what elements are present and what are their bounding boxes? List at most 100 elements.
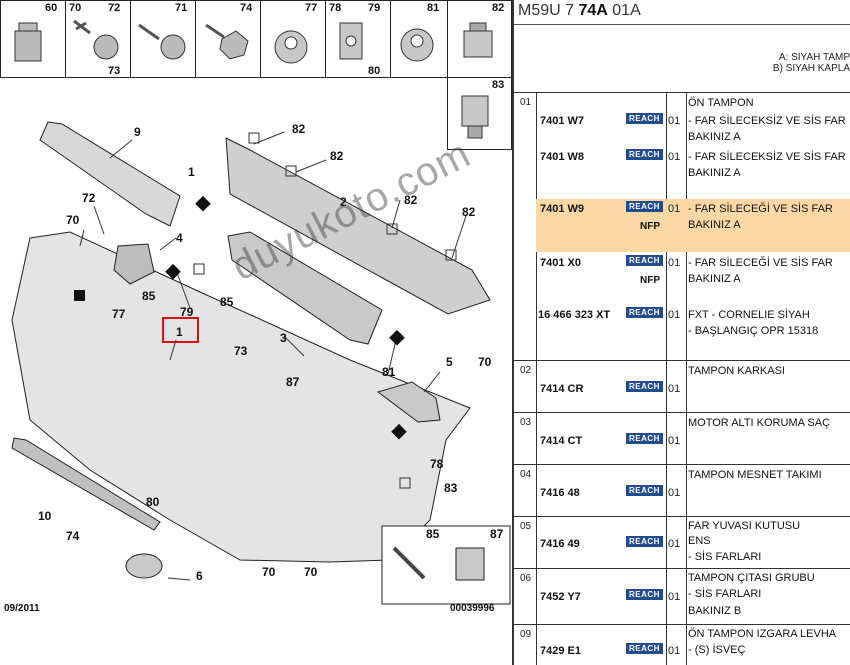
callout-87: 87 xyxy=(286,375,300,389)
callout-72: 72 xyxy=(82,191,96,205)
thumb-72-73[interactable]: 70 72 73 xyxy=(65,0,131,78)
part-description: FXT - CORNELIE SİYAH xyxy=(688,309,810,321)
thumb-num: 78 xyxy=(329,2,342,14)
part-note: BAKINIZ A xyxy=(688,219,741,231)
thumb-num: 60 xyxy=(45,2,58,14)
group-number: 03 xyxy=(520,417,532,428)
reach-badge: REACH xyxy=(626,307,663,318)
legend-a: A: SIYAH TAMP xyxy=(778,52,850,63)
part-number: 7416 49 xyxy=(540,538,580,550)
part-description: ÖN TAMPON xyxy=(688,97,754,109)
callout-77: 77 xyxy=(112,307,126,321)
clip-icon xyxy=(14,22,42,62)
clip-icon xyxy=(463,22,493,58)
thumb-83[interactable]: 83 xyxy=(447,77,512,150)
reach-badge: REACH xyxy=(626,255,663,266)
thumb-num: 70 xyxy=(69,2,82,14)
callout-82: 82 xyxy=(330,149,344,163)
callout-79: 79 xyxy=(180,305,194,319)
strip-part-10 xyxy=(11,437,161,531)
part-number: 7452 Y7 xyxy=(540,591,581,603)
bolt-icon xyxy=(205,23,249,60)
thumb-num: 72 xyxy=(108,2,121,14)
quantity: 01 xyxy=(668,309,681,321)
reach-badge: REACH xyxy=(626,149,663,160)
part-description: TAMPON KARKASI xyxy=(688,365,785,377)
part-note: BAKINIZ A xyxy=(688,131,741,143)
quantity: 01 xyxy=(668,538,681,550)
part-note: - FAR SİLECEKSİZ VE SİS FAR xyxy=(688,151,846,163)
callout-70: 70 xyxy=(262,565,276,579)
thumb-num: 80 xyxy=(368,65,381,77)
legend-b: B) SIYAH KAPLA xyxy=(772,63,850,74)
group-number: 05 xyxy=(520,521,532,532)
quantity: 01 xyxy=(668,203,681,215)
callout-1-highlight xyxy=(162,317,199,343)
grille-part-9 xyxy=(39,121,181,227)
thumb-num: 77 xyxy=(305,2,318,14)
callout-1-highlighted: 1 xyxy=(176,325,183,339)
thumb-num: 73 xyxy=(108,65,121,77)
callout-81: 81 xyxy=(382,365,396,379)
reach-badge: REACH xyxy=(626,643,663,654)
part-note: BAKINIZ A xyxy=(688,273,741,285)
reach-badge: REACH xyxy=(626,201,663,212)
quantity: 01 xyxy=(668,383,681,395)
group-number: 02 xyxy=(520,365,532,376)
grille-part-3 xyxy=(227,231,383,345)
group-number: 06 xyxy=(520,573,532,584)
nfp-flag: NFP xyxy=(640,221,660,232)
thumb-num: 82 xyxy=(492,2,505,14)
support-part-4 xyxy=(113,243,155,285)
part-note: ENS xyxy=(688,535,711,547)
thumb-71[interactable]: 71 xyxy=(130,0,196,78)
part-number: 7401 W9 xyxy=(540,203,585,215)
part-note: BAKINIZ A xyxy=(688,167,741,179)
exploded-diagram-panel: 60 70 72 73 71 74 77 78 79 80 81 xyxy=(0,0,512,614)
part-description: FAR YUVASI KUTUSU xyxy=(688,520,801,532)
part-number: 7416 48 xyxy=(540,487,580,499)
thumb-num: 79 xyxy=(368,2,381,14)
callout-2: 2 xyxy=(340,195,347,209)
callout-82: 82 xyxy=(462,205,476,219)
clip-icon xyxy=(455,547,485,581)
footer-code: 00039996 xyxy=(450,603,495,614)
callout-70: 70 xyxy=(478,355,492,369)
callout-87: 87 xyxy=(490,527,504,541)
clip-nut-icon xyxy=(339,22,363,60)
thumb-num: 74 xyxy=(240,2,253,14)
callout-70: 70 xyxy=(66,213,80,227)
part-number: 7401 W7 xyxy=(540,115,585,127)
parts-group-01: 01 ÖN TAMPON 7401 W7 REACH 01 - FAR SİLE… xyxy=(514,92,850,360)
quantity: 01 xyxy=(668,435,681,447)
reference-code: M59U 7 74A 01A xyxy=(518,2,641,19)
thumb-81[interactable]: 81 xyxy=(390,0,448,78)
parts-group-09: 09 ÖN TAMPON IZGARA LEVHA - (S) İSVEÇ 74… xyxy=(514,624,850,665)
callout-6: 6 xyxy=(196,569,203,583)
parts-group-04: 04 TAMPON MESNET TAKIMI 7416 48 REACH 01 xyxy=(514,464,850,516)
reach-badge: REACH xyxy=(626,381,663,392)
part-note: - SİS FARLARI xyxy=(688,551,762,563)
parts-list-panel: M59U 7 74A 01A A: SIYAH TAMP B) SIYAH KA… xyxy=(512,0,850,665)
part-number: 7429 E1 xyxy=(540,645,581,657)
callout-74: 74 xyxy=(66,529,80,543)
part-description: ÖN TAMPON IZGARA LEVHA xyxy=(688,628,837,640)
callout-85: 85 xyxy=(426,527,440,541)
reach-badge: REACH xyxy=(626,113,663,124)
part-note: - BAŞLANGIÇ OPR 15318 xyxy=(688,325,819,337)
group-number: 01 xyxy=(520,97,532,108)
legend: A: SIYAH TAMP B) SIYAH KAPLA xyxy=(773,52,850,74)
bumper-diagram: 9 82 82 1 2 82 82 72 70 4 85 77 79 85 3 … xyxy=(11,121,511,605)
part-description: MOTOR ALTI KORUMA SAÇ xyxy=(688,417,831,429)
part-note: - FAR SİLECEĞİ VE SİS FAR xyxy=(688,203,833,215)
foglight-part-6 xyxy=(125,553,163,579)
thumb-60[interactable]: 60 xyxy=(0,0,66,78)
group-number: 09 xyxy=(520,629,532,640)
part-number: 16 466 323 XT xyxy=(538,309,611,321)
part-number: 7401 W8 xyxy=(540,151,585,163)
reach-badge: REACH xyxy=(626,433,663,444)
quantity: 01 xyxy=(668,591,681,603)
part-note: - FAR SİLECEĞİ VE SİS FAR xyxy=(688,257,833,269)
part-note: - (S) İSVEÇ xyxy=(688,644,746,656)
part-note: - SİS FARLARI xyxy=(688,588,762,600)
